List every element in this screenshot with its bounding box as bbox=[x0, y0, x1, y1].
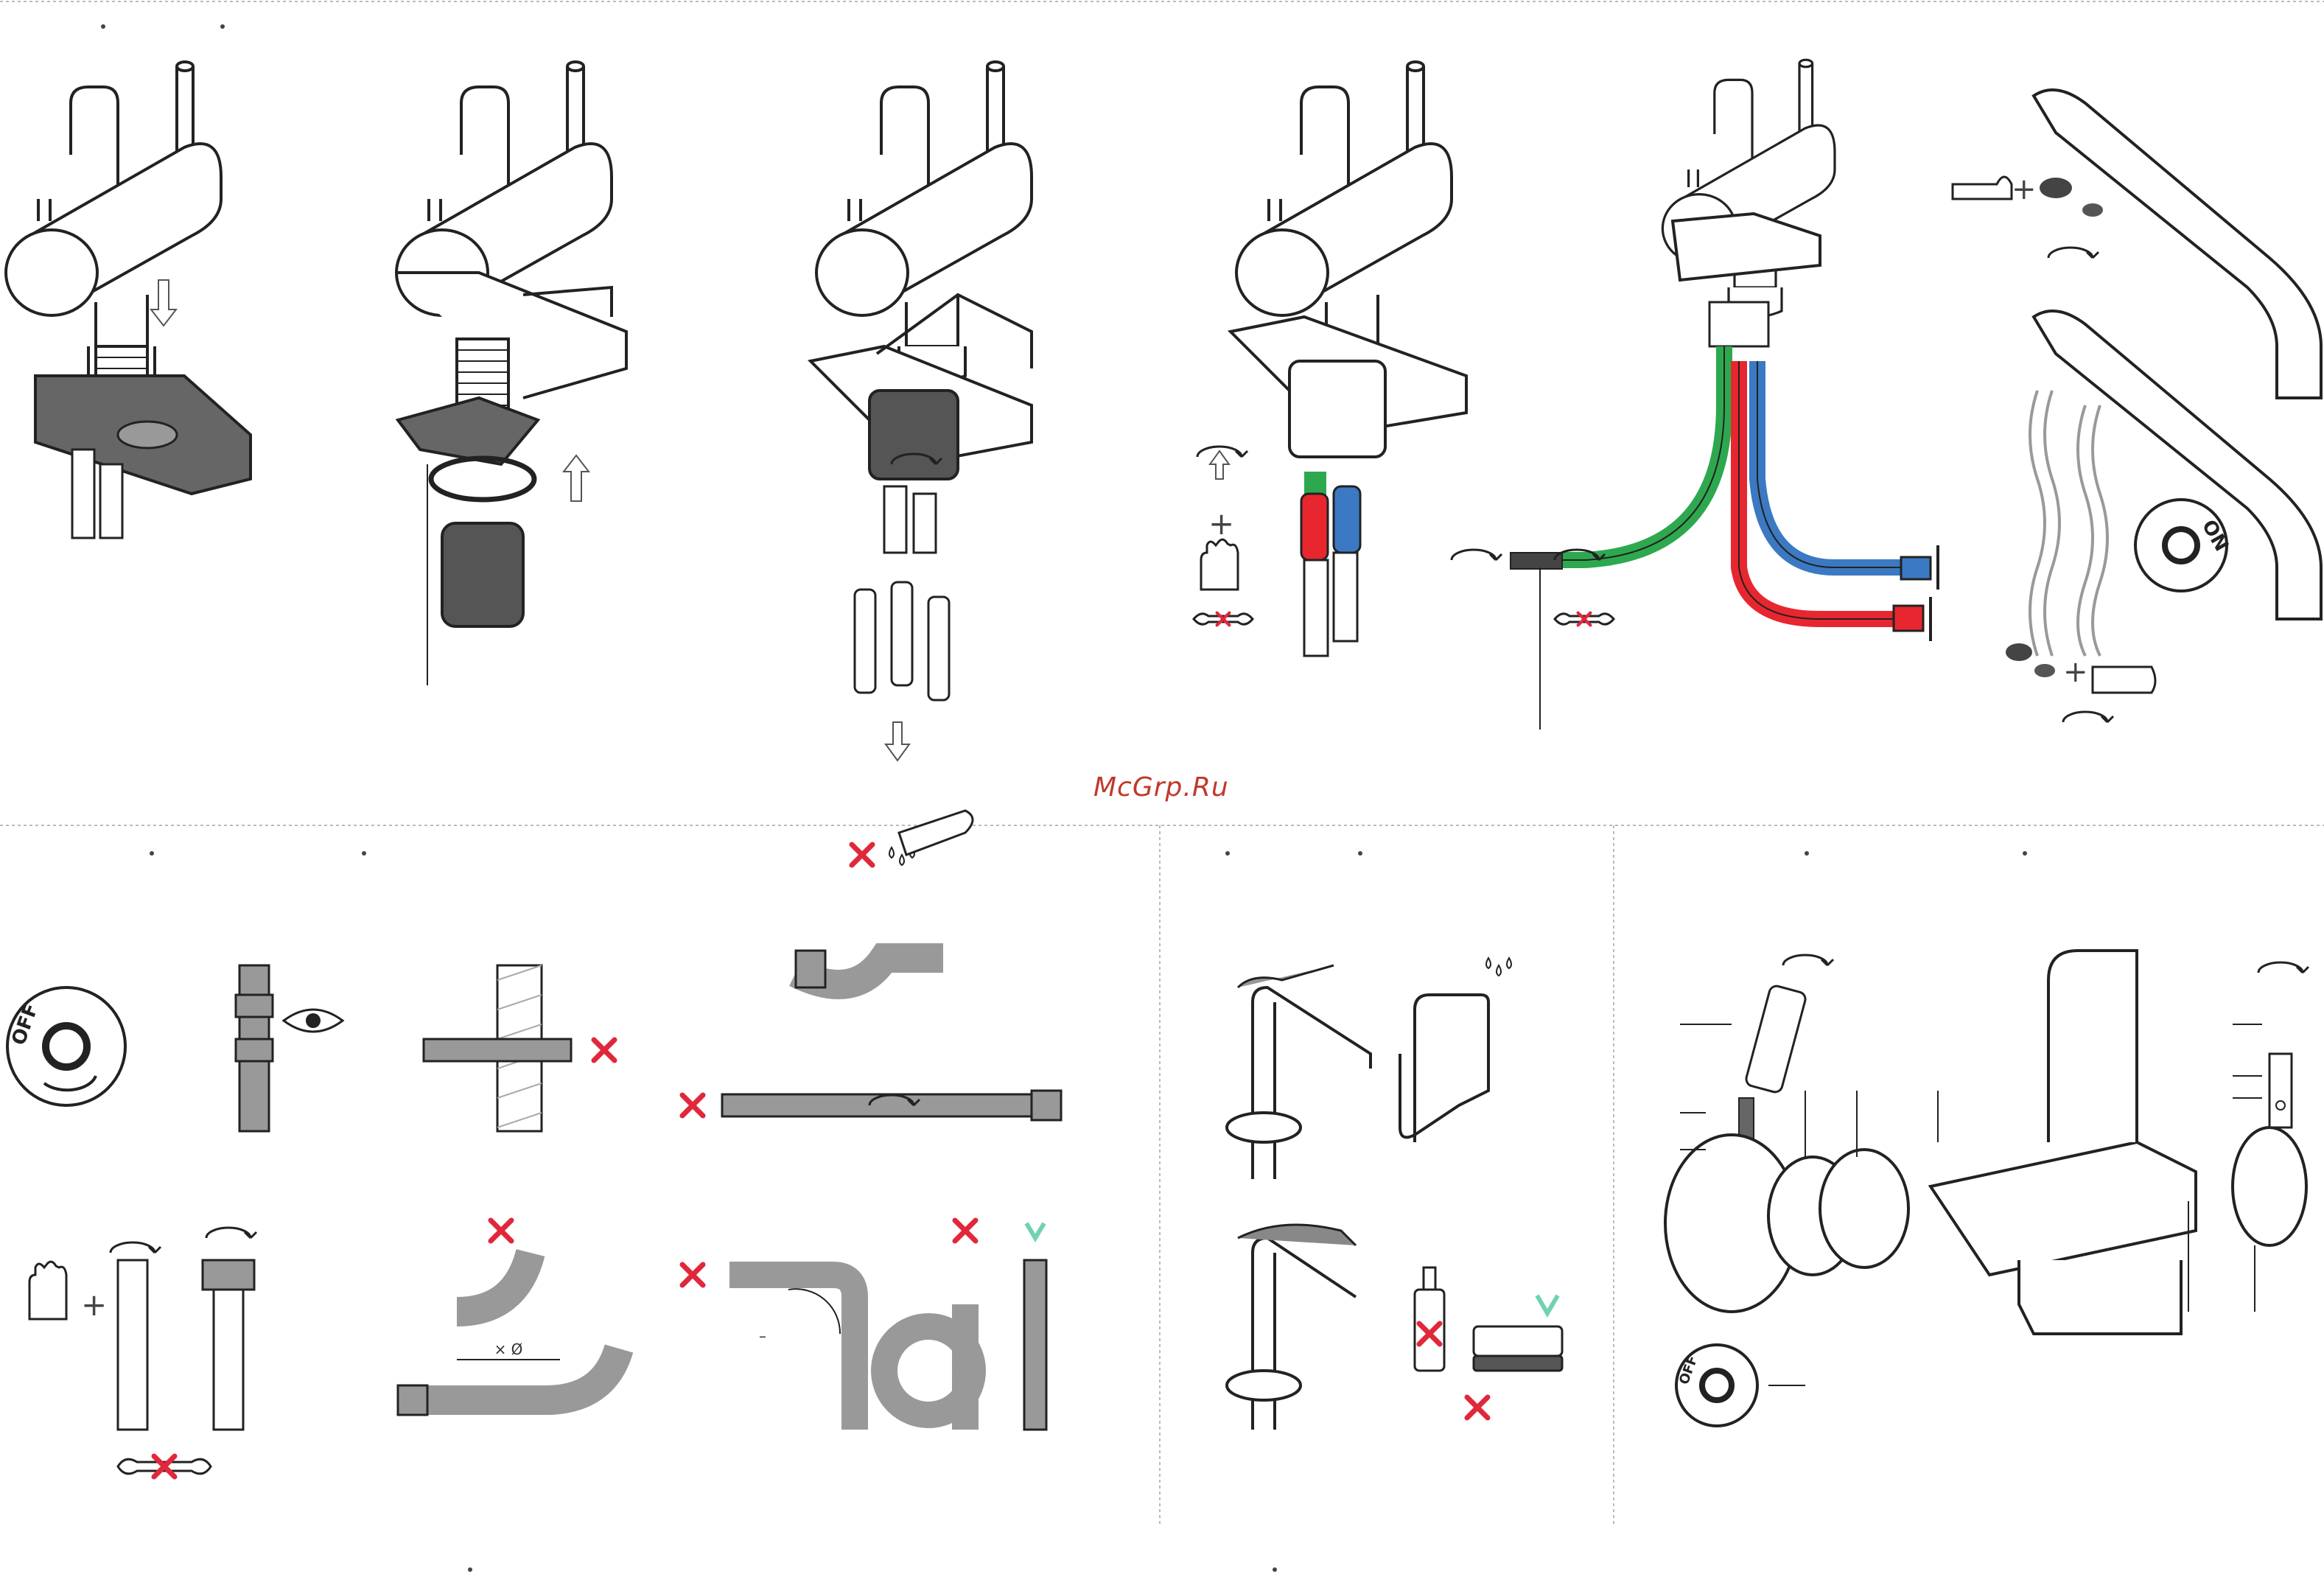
step4-connect-colored: + bbox=[1194, 62, 1466, 656]
hose-inspect bbox=[236, 965, 343, 1131]
wrench-crossed-icon bbox=[118, 1456, 211, 1477]
hose-connectors bbox=[855, 582, 949, 700]
arrow-up-icon bbox=[564, 455, 589, 501]
svg-text:+: + bbox=[81, 1287, 107, 1323]
eye-icon bbox=[284, 1010, 343, 1032]
arrow-down-icon bbox=[151, 280, 176, 326]
step5-hose-routing bbox=[1452, 60, 1938, 730]
wrench-crossed-icon bbox=[1555, 613, 1614, 626]
hand-icon bbox=[1201, 539, 1238, 590]
dial-off-icon: OFF bbox=[7, 987, 125, 1105]
check-icon bbox=[1026, 1223, 1044, 1238]
check-icon bbox=[1537, 1295, 1558, 1313]
hose-bend-correct-wrong bbox=[682, 811, 1061, 1120]
angle-label: – bbox=[759, 1327, 766, 1345]
hand-icon bbox=[29, 1262, 66, 1319]
dial-on-icon: ON bbox=[2135, 500, 2233, 591]
svg-text:+: + bbox=[1208, 506, 1234, 542]
cleaning-panel bbox=[1227, 958, 1562, 1430]
water-drops-icon bbox=[1486, 958, 1511, 976]
soap-bottle-icon bbox=[1415, 1267, 1444, 1371]
step6-filter-cap: + ON + bbox=[1953, 90, 2321, 722]
step2-mounting bbox=[396, 62, 626, 685]
step3-tighten-nut bbox=[811, 62, 1032, 760]
svg-text:+: + bbox=[2012, 172, 2037, 206]
min-radius-label: × Ø bbox=[494, 1340, 523, 1358]
sponge-icon bbox=[1467, 1295, 1562, 1418]
step1-faucet-insert bbox=[6, 62, 251, 538]
watermark: McGrp.Ru bbox=[1093, 772, 1229, 803]
arrow-up-icon bbox=[1210, 451, 1229, 479]
wrench-crossed-icon bbox=[1194, 613, 1253, 626]
dial-off-icon: OFF bbox=[1676, 1345, 1805, 1426]
arrow-down-icon bbox=[886, 722, 909, 760]
hose-radius: × Ø bbox=[398, 1220, 619, 1415]
hose-through-wall bbox=[424, 965, 615, 1131]
exploded-view: OFF bbox=[1665, 951, 2309, 1426]
connect-hand-tighten: + bbox=[29, 1228, 256, 1477]
svg-text:+: + bbox=[2063, 655, 2088, 689]
hose-kink-forms: – bbox=[682, 1220, 1046, 1430]
